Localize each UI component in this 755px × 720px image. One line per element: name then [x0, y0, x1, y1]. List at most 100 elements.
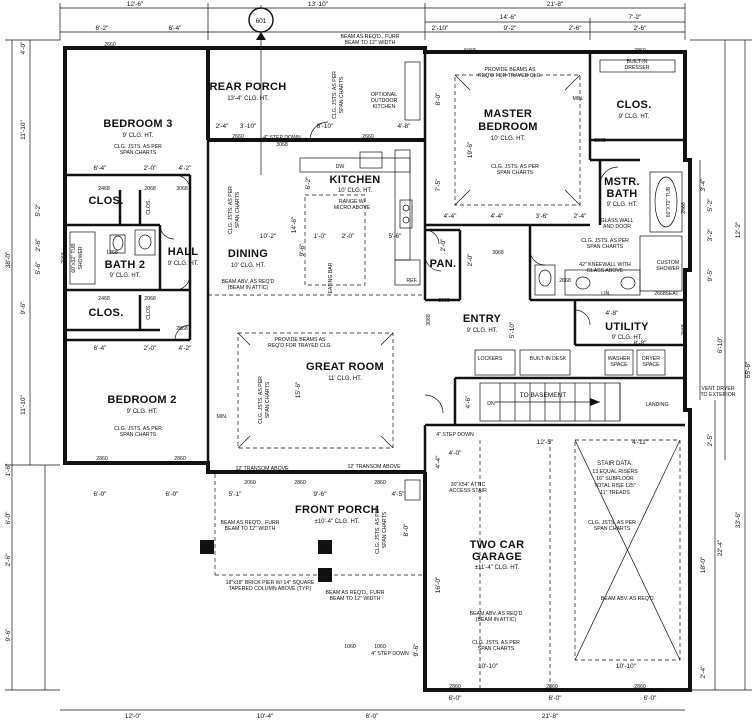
dim-top-11: 2'-6": [634, 25, 648, 32]
dim-entry-v2: 5'-10": [509, 321, 516, 338]
hall-label: HALL: [168, 246, 199, 258]
dim-porch-4: 9'-6": [314, 491, 328, 498]
joist-note-master-2: SPAN CHARTS: [497, 170, 534, 176]
dim-right-3: 3'-2": [707, 228, 714, 242]
joist-note-porch-1: CLG. JSTS. AS PER: [332, 71, 338, 119]
dim-top-3: 21'-8": [547, 1, 564, 8]
bedroom2-small-closet-label: CLOS.: [146, 304, 152, 320]
door-code: 2668: [594, 138, 606, 144]
tub-shower-note-2: SHOWER: [78, 246, 84, 270]
dim-left-top: 4'-0": [20, 41, 27, 55]
dim-garage-5: 4'-0": [449, 450, 463, 457]
step-down-garage: 4" STEP DOWN: [436, 432, 474, 438]
dim-porch-rear-3: 8'-10": [317, 123, 334, 130]
beam-attic-note-1: BEAM ABV. AS REQ'D: [470, 611, 523, 617]
min-label-2: MIN.: [573, 96, 584, 102]
dim-top-8: 2'-10": [432, 25, 449, 32]
dim-left-10: 5'-6": [35, 261, 42, 275]
door-code: 2068: [61, 252, 67, 264]
dim-left-7: 9'-6": [5, 628, 12, 642]
dim-left-1: 11'-10": [20, 119, 27, 139]
dim-top-1: 12'-6": [127, 1, 144, 8]
bedroom3-closet-label: CLOS.: [88, 195, 123, 207]
dim-kitchen-2: 2'-0": [342, 233, 356, 240]
dim-left-4: 1'-6": [5, 463, 12, 477]
dim-right-8: 33'-6": [735, 511, 742, 528]
bedroom2-label: BEDROOM 2: [107, 394, 176, 406]
door-code: 2668: [559, 278, 571, 284]
dim-porch-rear-1: 2'-4": [216, 123, 230, 130]
door-code: 1060: [344, 644, 356, 650]
master-ceiling: 10' CLG. HT.: [491, 136, 525, 142]
rear-porch-ceiling: 13'-4" CLG. HT.: [227, 96, 269, 102]
bath2-label: BATH 2: [105, 259, 146, 271]
joist-note-garage-1: CLG. JSTS. AS PER: [588, 520, 636, 526]
front-beam-note-2: BEAM TO 12" WIDTH: [225, 526, 276, 532]
door-code: 3068: [176, 186, 188, 192]
master-bath-label-2: BATH: [607, 188, 638, 200]
dim-b2-2: 2'-0": [144, 345, 158, 352]
stair-data-4: 11" TREADS: [600, 490, 630, 496]
joist-note-dining-2: SPAN CHARTS: [235, 191, 241, 228]
dim-left-8: 5'-2": [35, 203, 42, 217]
dim-bottom-5: 6'-0": [449, 695, 463, 702]
master-label-2: BEDROOM: [478, 121, 538, 133]
dim-right-9: 22'-4": [717, 539, 724, 556]
beam-abv-note-2: (BEAM IN ATTIC): [228, 285, 269, 291]
dim-b2-1: 6'-4": [94, 345, 108, 352]
dim-front-v1: 9'-6": [413, 643, 420, 657]
dim-garage-1: 12'-5": [537, 439, 554, 446]
dim-top-5: 7'-2": [629, 14, 643, 21]
refrigerator-label: REF.: [406, 278, 417, 284]
dim-kitchen-v3: 9'-6": [299, 243, 306, 257]
bedroom3-label: BEDROOM 3: [103, 118, 172, 130]
great-room-label: GREAT ROOM: [306, 361, 384, 373]
dim-garage-v1: 16'-0": [435, 576, 442, 593]
tray-note-great-2: REQ'D FOR TRAYED CLG.: [268, 343, 332, 349]
door-code: 2660: [104, 42, 116, 48]
landing-label: LANDING: [645, 402, 668, 408]
door-code: 2860: [546, 684, 558, 690]
joist-note-b2-2: SPAN CHARTS: [120, 432, 157, 438]
door-code: 2668: [654, 291, 666, 297]
kitchen-label: KITCHEN: [330, 174, 381, 186]
dim-porch-rear-2: 3'-10": [240, 123, 257, 130]
dim-right-6: 55'-6": [745, 361, 752, 378]
joist-note-great-2: SPAN CHARTS: [265, 381, 271, 418]
dim-right-7: 2'-5": [707, 433, 714, 447]
dim-bottom-1: 12'-0": [125, 713, 142, 720]
dim-right-5: 6'-10": [717, 336, 724, 353]
joist-note-front-2: SPAN CHARTS: [382, 511, 388, 548]
beam-abv-note-1: BEAM ABV. AS REQ'D: [222, 279, 275, 285]
tray-note-master-2: REQ'D FOR TRAYED CLG.: [478, 73, 542, 79]
joist-note-bath-2: SPAN CHARTS: [587, 244, 624, 250]
tub-note: 60"X72" TUB: [666, 186, 672, 217]
dim-left-5: 6'-0": [5, 511, 12, 525]
dim-dining: 10'-2": [260, 233, 277, 240]
optional-kitchen-1: OPTIONAL: [371, 92, 397, 98]
dim-porch-3: 5'-1": [229, 491, 243, 498]
attic-note-1: 30"X54" ATTIC: [451, 482, 486, 488]
door-code: 2660: [232, 134, 244, 140]
beam-attic-note-2: (BEAM IN ATTIC): [476, 617, 517, 623]
dining-label: DINING: [228, 248, 268, 260]
dim-porch-1: 6'-0": [94, 491, 108, 498]
kitchen-ceiling: 10' CLG. HT.: [338, 188, 372, 194]
hall-ceiling: 9' CLG. HT.: [168, 261, 199, 267]
washer-label-1: WASHER: [608, 356, 631, 362]
door-swings: [159, 121, 619, 414]
dim-great-v1: 15'-6": [295, 381, 302, 398]
door-code: 2860: [634, 684, 646, 690]
dim-right-1: 5'-2": [707, 198, 714, 212]
dim-top-7: 6'-4": [169, 25, 183, 32]
dim-master-3: 3'-6": [536, 213, 550, 220]
seat-label: SEAT: [665, 291, 679, 297]
down-label: DN: [487, 401, 495, 407]
optional-kitchen-3: KITCHEN: [373, 104, 396, 110]
dim-top-4: 14'-6": [500, 14, 517, 21]
step-down-rear: 4" STEP DOWN: [263, 135, 301, 141]
joist-note-b3-2: SPAN CHARTS: [120, 150, 157, 156]
glass-wall-note-1: GLASS WALL: [601, 218, 634, 224]
min-label-1: MIN.: [217, 414, 228, 420]
door-code: 3068: [426, 314, 432, 326]
